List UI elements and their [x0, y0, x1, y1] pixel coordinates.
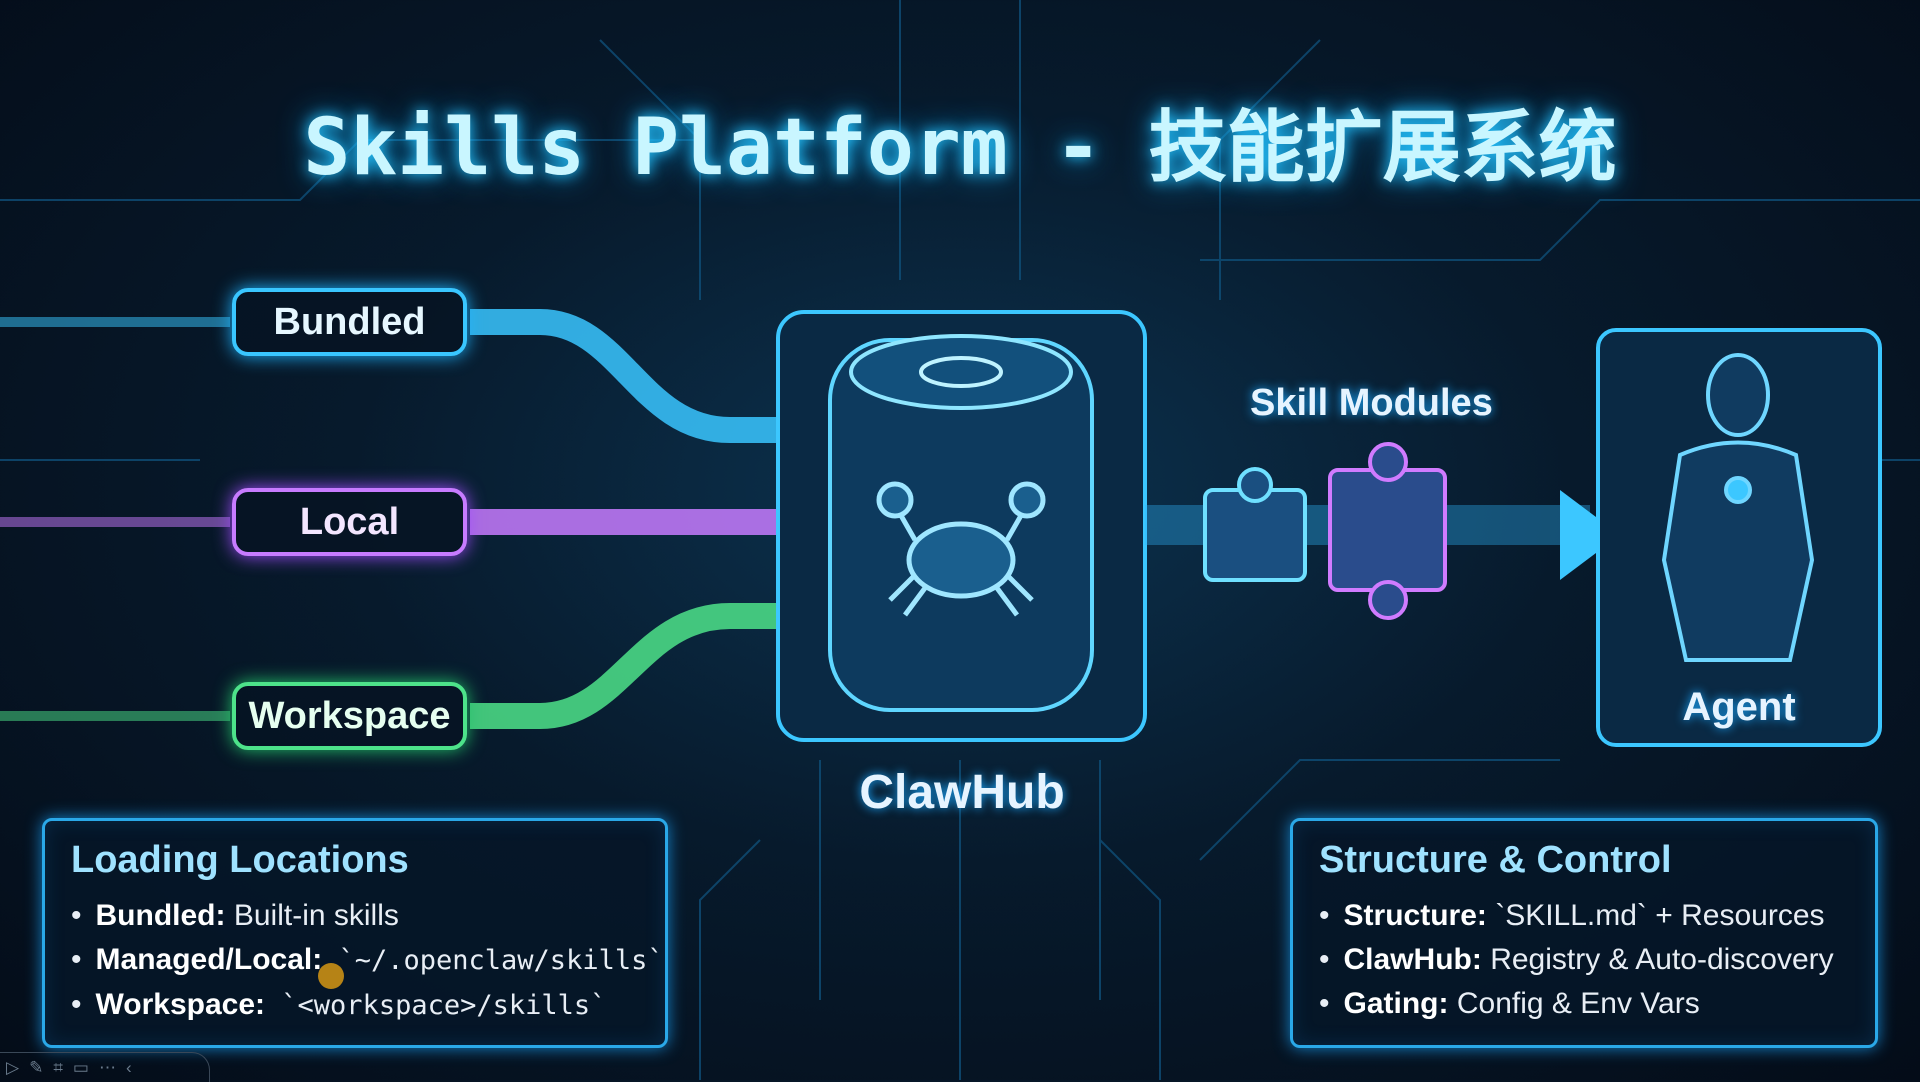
more-icon[interactable]: ⋯ — [98, 1057, 116, 1077]
presentation-toolbar: ▷ ✎ ⌗ ▭ ⋯ ‹ — [0, 1052, 210, 1082]
list-item: Structure: `SKILL.md` + Resources — [1319, 894, 1849, 938]
loading-heading: Loading Locations — [71, 839, 409, 881]
workspace-pipe — [470, 603, 790, 729]
list-item: Managed/Local: `~/.openclaw/skills` — [71, 938, 664, 983]
source-bundled: Bundled — [232, 288, 467, 356]
source-local: Local — [232, 488, 467, 556]
crab-icon — [876, 481, 1046, 617]
collapse-icon[interactable]: ‹ — [125, 1057, 132, 1077]
puzzle-icon — [1203, 442, 1447, 620]
mouse-cursor-highlight — [318, 963, 344, 989]
structure-control-panel: Structure & Control Structure: `SKILL.md… — [1290, 818, 1878, 1048]
source-workspace: Workspace — [232, 682, 467, 750]
structure-heading: Structure & Control — [1319, 839, 1672, 881]
list-item: ClawHub: Registry & Auto-discovery — [1319, 938, 1849, 982]
pen-icon[interactable]: ✎ — [29, 1057, 44, 1077]
list-item: Gating: Config & Env Vars — [1319, 982, 1849, 1026]
bundled-pipe — [470, 309, 790, 443]
loading-locations-panel: Loading Locations Bundled: Built-in skil… — [42, 818, 668, 1048]
screenshot-icon[interactable]: ⌗ — [53, 1057, 63, 1077]
list-item: Bundled: Built-in skills — [71, 894, 639, 938]
video-icon[interactable]: ▭ — [72, 1057, 89, 1077]
page-title: Skills Platform - 技能扩展系统 — [303, 103, 1617, 193]
humanoid-icon — [1661, 353, 1815, 662]
play-icon[interactable]: ▷ — [6, 1057, 20, 1077]
clawhub-label: ClawHub — [859, 766, 1065, 819]
skill-modules-label: Skill Modules — [1250, 382, 1493, 424]
agent-label: Agent — [1682, 685, 1796, 729]
list-item: Workspace: `<workspace>/skills` — [71, 983, 639, 1028]
